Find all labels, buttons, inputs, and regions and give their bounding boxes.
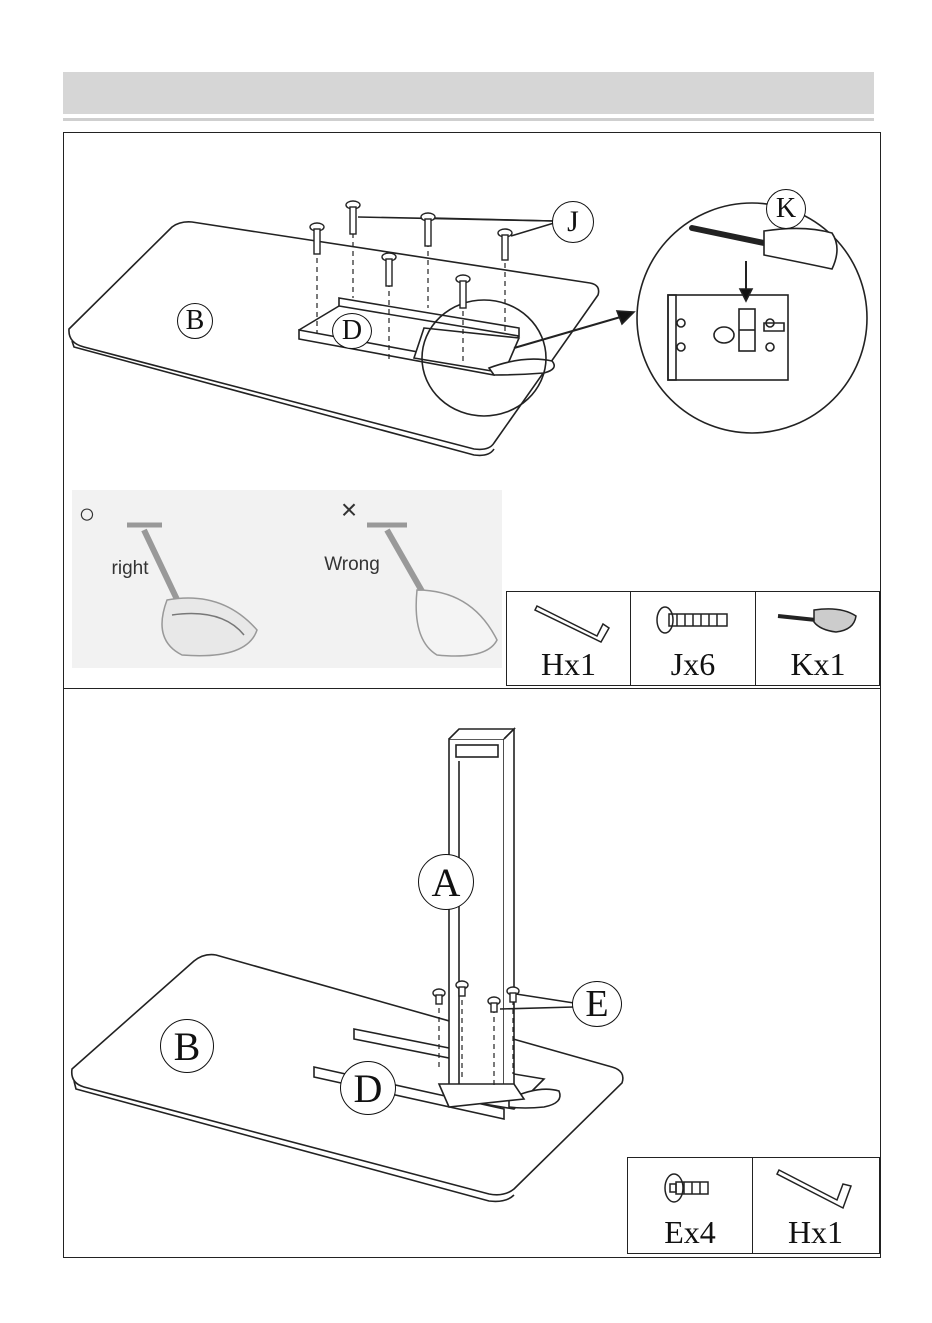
parts-box-bottom: Ex4 Hx1 bbox=[627, 1157, 880, 1254]
label-screws-j: J bbox=[552, 201, 594, 243]
part-cell-k: Kx1 bbox=[756, 592, 880, 685]
step-panel-top: B D J K ○ right × Wrong Hx1 Jx6 bbox=[63, 132, 881, 689]
label-frame-d: D bbox=[332, 313, 372, 349]
hex-key-icon bbox=[507, 592, 631, 652]
part-cell-e: Ex4 bbox=[628, 1158, 753, 1253]
label-leg-a: A bbox=[418, 854, 474, 910]
part-cell-j: Jx6 bbox=[631, 592, 756, 685]
parts-box-top: Hx1 Jx6 Kx1 bbox=[506, 591, 880, 686]
hex-key-icon bbox=[753, 1158, 878, 1218]
label-tabletop-b: B bbox=[160, 1019, 214, 1073]
label-frame-d: D bbox=[340, 1061, 396, 1115]
wrong-symbol: × bbox=[334, 494, 364, 526]
right-symbol: ○ bbox=[72, 498, 102, 530]
wrong-text: Wrong bbox=[312, 554, 392, 576]
part-label-h: Hx1 bbox=[753, 1214, 878, 1251]
part-cell-h: Hx1 bbox=[753, 1158, 878, 1253]
part-label-j: Jx6 bbox=[631, 646, 755, 683]
header-rule bbox=[63, 118, 874, 121]
handle-icon bbox=[756, 592, 880, 652]
short-bolt-icon bbox=[628, 1158, 753, 1218]
part-label-e: Ex4 bbox=[628, 1214, 752, 1251]
part-cell-h: Hx1 bbox=[507, 592, 631, 685]
handle-orientation-photo: ○ right × Wrong bbox=[72, 490, 502, 668]
step-panel-bottom: A B D E Ex4 Hx1 bbox=[63, 689, 881, 1258]
right-text: right bbox=[100, 558, 160, 580]
part-label-h: Hx1 bbox=[507, 646, 630, 683]
label-screws-e: E bbox=[572, 981, 622, 1027]
label-tabletop-b: B bbox=[177, 303, 213, 339]
bolt-icon bbox=[631, 592, 756, 652]
label-handle-k: K bbox=[766, 189, 806, 229]
header-band bbox=[63, 72, 874, 114]
part-label-k: Kx1 bbox=[756, 646, 880, 683]
